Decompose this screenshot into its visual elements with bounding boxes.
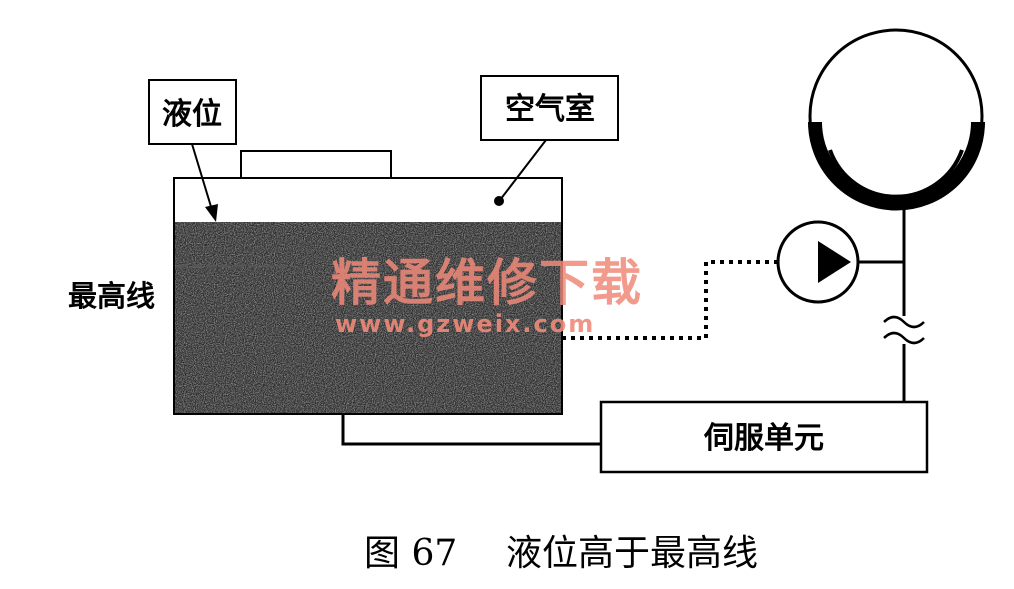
pump-triangle-icon	[818, 241, 851, 283]
motor-inner-arc	[808, 121, 985, 211]
tank-cap	[240, 150, 392, 180]
signal-line-dotted	[562, 260, 778, 340]
break-symbol-icon	[883, 315, 925, 345]
tank-to-servo-line	[341, 413, 601, 446]
servo-unit-box	[599, 400, 929, 474]
motor-inner-arc-2	[828, 149, 964, 199]
air-chamber-label-box	[480, 75, 619, 141]
liquid-texture	[175, 222, 561, 413]
liquid-level-arrow-line	[191, 143, 213, 211]
watermark-cn: 精通维修下载	[331, 254, 643, 312]
servo-unit-label: 伺服单元	[703, 421, 824, 456]
air-chamber-pointer-dot	[494, 196, 504, 206]
air-chamber-pointer-line	[499, 139, 547, 201]
liquid-level-label-box	[148, 79, 237, 145]
max-line-label: 最高线	[68, 279, 155, 313]
caption-figure-number: 图 67	[364, 533, 457, 574]
liquid-level-arrowhead	[205, 204, 218, 222]
air-chamber-label: 空气室	[505, 92, 595, 127]
watermark-url: www.gzweix.com	[335, 310, 595, 338]
liquid-level-label: 液位	[162, 97, 222, 132]
caption-text: 液位高于最高线	[506, 533, 758, 574]
